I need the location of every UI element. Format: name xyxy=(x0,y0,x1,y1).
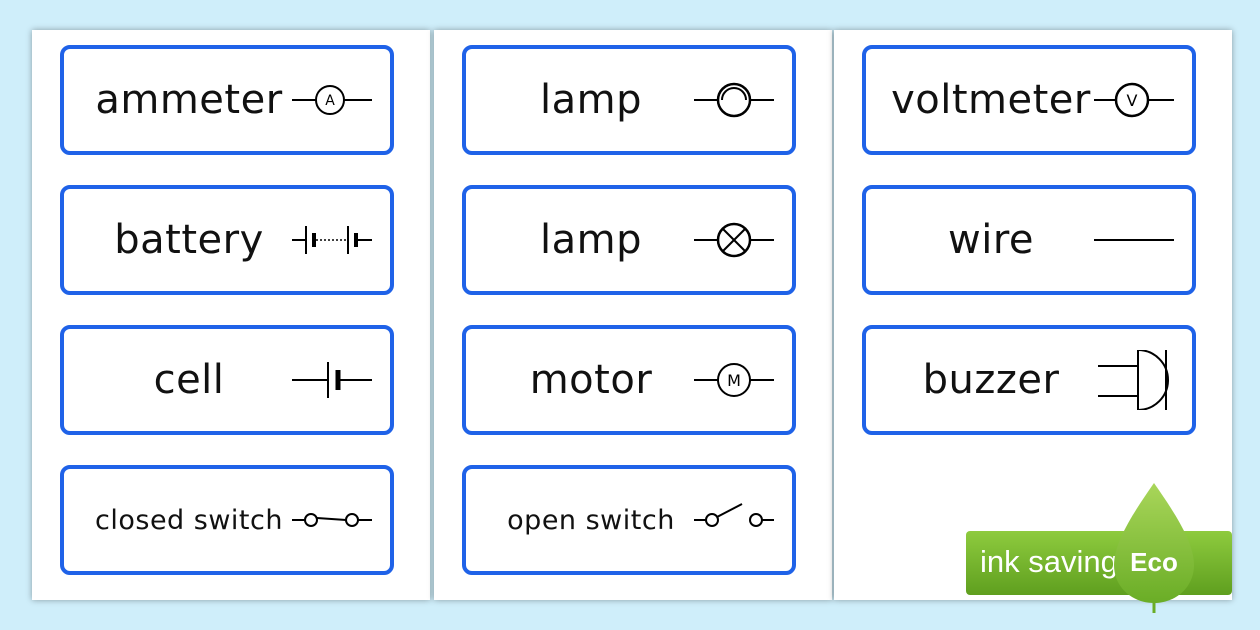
eco-badge: ink saving Eco xyxy=(966,483,1232,613)
card-closed-switch: closed switch xyxy=(60,465,394,575)
buzzer-symbol-icon xyxy=(1092,350,1176,410)
lamp-cross-symbol-icon xyxy=(692,210,776,270)
card-label: closed switch xyxy=(95,504,283,536)
card-sheet-1: ammeter A battery cell xyxy=(32,30,430,600)
card-cell: cell xyxy=(60,325,394,435)
voltmeter-symbol-icon: V xyxy=(1092,70,1176,130)
card-lamp: lamp xyxy=(462,45,796,155)
card-battery: battery xyxy=(60,185,394,295)
ammeter-letter: A xyxy=(325,93,335,109)
card-label: battery xyxy=(114,217,264,263)
card-label: open switch xyxy=(507,504,675,536)
voltmeter-letter: V xyxy=(1127,91,1138,110)
closed-switch-symbol-icon xyxy=(290,490,374,550)
card-label: cell xyxy=(153,357,225,403)
card-motor: motor M xyxy=(462,325,796,435)
cell-symbol-icon xyxy=(290,350,374,410)
motor-symbol-icon: M xyxy=(692,350,776,410)
card-buzzer: buzzer xyxy=(862,325,1196,435)
ink-saving-label: ink saving xyxy=(980,544,1118,579)
leaf-icon xyxy=(1114,483,1194,613)
ammeter-symbol-icon: A xyxy=(290,70,374,130)
card-open-switch: open switch xyxy=(462,465,796,575)
card-label: lamp xyxy=(540,217,642,263)
card-lamp-2: lamp xyxy=(462,185,796,295)
card-label: lamp xyxy=(540,77,642,123)
card-wire: wire xyxy=(862,185,1196,295)
card-label: motor xyxy=(529,357,653,403)
card-label: buzzer xyxy=(922,357,1060,403)
card-label: wire xyxy=(947,217,1034,263)
eco-label: Eco xyxy=(1130,547,1178,577)
card-label: ammeter xyxy=(95,77,283,123)
card-voltmeter: voltmeter V xyxy=(862,45,1196,155)
battery-symbol-icon xyxy=(290,210,374,270)
card-ammeter: ammeter A xyxy=(60,45,394,155)
motor-letter: M xyxy=(727,371,741,390)
open-switch-symbol-icon xyxy=(692,490,776,550)
lamp-symbol-icon xyxy=(692,70,776,130)
card-label: voltmeter xyxy=(891,77,1091,123)
wire-symbol-icon xyxy=(1092,210,1176,270)
card-sheet-2: lamp lamp motor xyxy=(434,30,832,600)
